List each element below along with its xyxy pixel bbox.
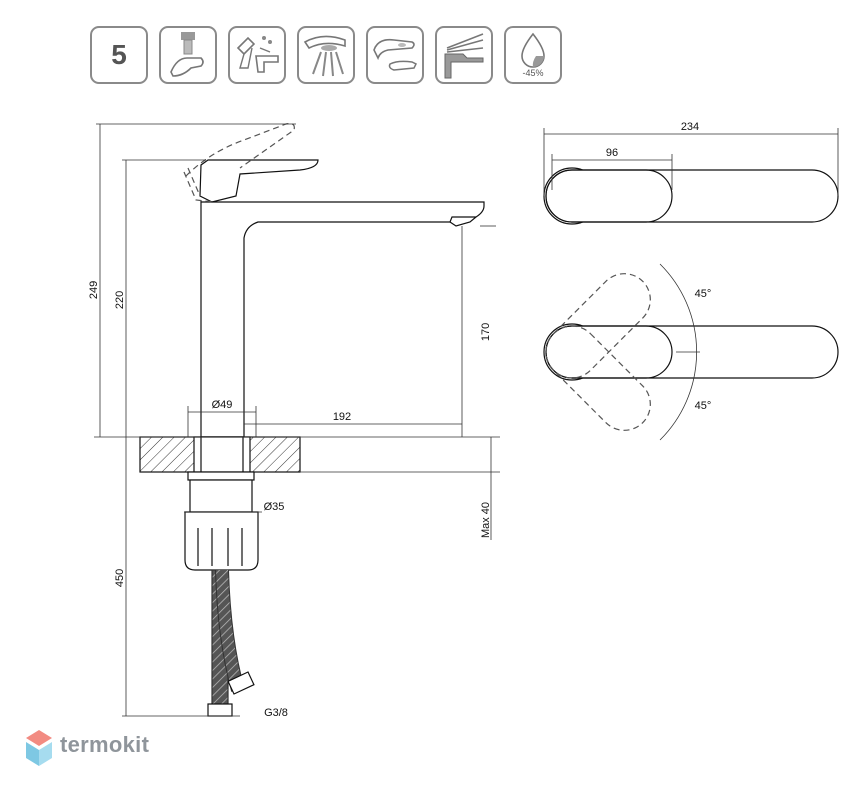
dim-top-length: 234: [681, 121, 699, 133]
dim-spout-height: 220: [114, 291, 126, 309]
rotation-handle-down: [545, 325, 651, 431]
water-saving-icon: -45%: [504, 26, 562, 84]
faucet-body: [200, 200, 485, 438]
handle-raised-body: [183, 171, 215, 203]
faucet-outlet: [449, 216, 477, 227]
dim-outlet-height: 170: [480, 323, 492, 341]
side-dimension-lines: [94, 123, 500, 717]
hose-fitting-bent: [227, 671, 255, 695]
nut-top: [189, 479, 253, 513]
dim-max-thickness: Max 40: [480, 502, 492, 538]
dim-total-height: 249: [88, 281, 100, 299]
termokit-logo: termokit: [24, 728, 149, 768]
logo-mark-icon: [26, 730, 52, 766]
top-spout: [545, 169, 839, 223]
dim-rotation-down: 45°: [695, 400, 712, 412]
logo-text: termokit: [60, 732, 150, 757]
soft-touch-icon: [366, 26, 424, 84]
dim-shank-diameter: Ø35: [264, 501, 285, 513]
top-dimension-lines: [543, 128, 839, 441]
nut-ribs: [197, 528, 243, 566]
water-saving-label: -45%: [522, 68, 544, 78]
spray-icon: [297, 26, 355, 84]
handle-lever: [199, 159, 319, 203]
cold-start-lever-icon: [435, 26, 493, 84]
rotation-handle-up: [545, 273, 651, 379]
warranty-years: 5: [111, 39, 127, 70]
dim-rotation-up: 45°: [695, 288, 712, 300]
warranty-badge: 5: [90, 26, 148, 84]
top-handle: [545, 169, 673, 223]
handle-lever-raised: [185, 123, 295, 197]
dim-reach: 192: [333, 411, 351, 423]
dim-connection: G3/8: [264, 707, 288, 719]
shank-core: [200, 436, 244, 473]
side-view: [139, 123, 485, 717]
cleaning-icon: [228, 26, 286, 84]
fixing-nut: [184, 511, 259, 571]
washer: [187, 471, 255, 481]
hose-fitting-straight: [207, 703, 233, 717]
dim-handle-length: 96: [606, 147, 618, 159]
dim-hose-length: 450: [114, 569, 126, 587]
aerator-hand-icon: [159, 26, 217, 84]
dim-base-diameter: Ø49: [212, 399, 233, 411]
